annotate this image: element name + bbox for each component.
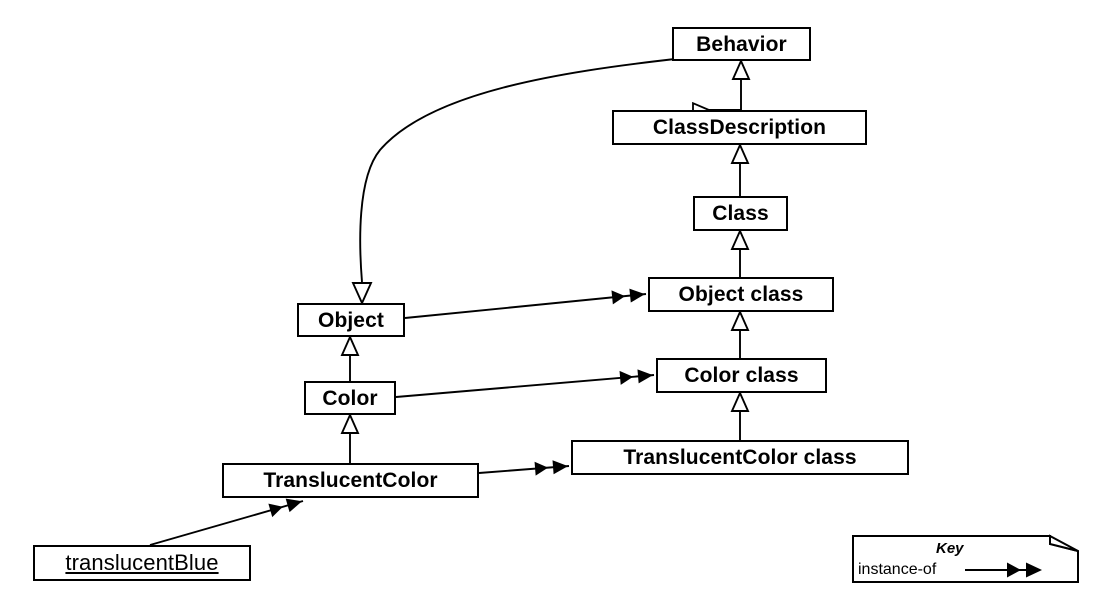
arrowheads-instance-transcolorclass	[534, 460, 569, 476]
arrowhead-inherit-object	[340, 334, 360, 356]
arrowhead-inherit-behavior	[731, 58, 751, 80]
edge-object-objectclass	[404, 293, 647, 319]
node-translucentcolor[interactable]: TranslucentColor	[222, 463, 479, 498]
arrowheads-instance-transcolor	[268, 498, 303, 518]
node-color-class[interactable]: Color class	[656, 358, 827, 393]
node-translucentblue[interactable]: translucentBlue	[33, 545, 251, 581]
node-label-translucentcolor-class: TranslucentColor class	[623, 446, 857, 469]
key-title: Key	[936, 540, 964, 557]
node-label-translucentcolor: TranslucentColor	[263, 469, 438, 492]
node-label-class: Class	[712, 202, 769, 225]
node-label-color: Color	[322, 386, 378, 410]
node-label-object-class: Object class	[678, 283, 804, 306]
arrowhead-inherit-classdescription	[730, 142, 750, 164]
arrowheads-instance-colorclass	[619, 369, 654, 385]
arrowheads-instance-objectclass	[611, 288, 646, 305]
node-label-color-class: Color class	[684, 364, 799, 387]
node-classdescription[interactable]: ClassDescription	[612, 110, 867, 145]
arrowhead-inherit-class	[730, 228, 750, 250]
node-object[interactable]: Object	[297, 303, 405, 337]
edge-object-behavior-curve	[359, 58, 676, 283]
node-label-behavior: Behavior	[696, 32, 787, 56]
arrowhead-inherit-color	[340, 412, 360, 434]
edge-color-colorclass	[395, 374, 655, 398]
node-label-translucentblue: translucentBlue	[65, 550, 219, 575]
node-translucentcolor-class[interactable]: TranslucentColor class	[571, 440, 909, 475]
node-class[interactable]: Class	[693, 196, 788, 231]
node-behavior[interactable]: Behavior	[672, 27, 811, 61]
key-legend-label: instance-of	[858, 561, 937, 578]
arrowhead-inherit-colorclass	[730, 390, 750, 412]
node-object-class[interactable]: Object class	[648, 277, 834, 312]
key-legend-arrow	[965, 562, 1042, 578]
node-label-object: Object	[318, 308, 384, 332]
node-color[interactable]: Color	[304, 381, 396, 415]
arrowhead-inherit-behavior-to-object	[351, 282, 373, 306]
node-label-classdescription: ClassDescription	[652, 116, 827, 139]
arrowhead-inherit-objectclass	[730, 309, 750, 331]
